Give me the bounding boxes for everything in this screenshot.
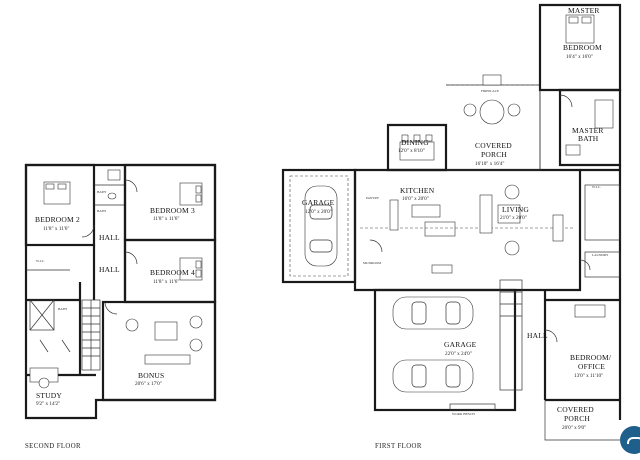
second-floor-caption: SECOND FLOOR (25, 443, 81, 450)
stairs (81, 299, 101, 371)
study-dim: 9'2" x 14'2" (36, 401, 60, 407)
covered-porch-rear-label-2: PORCH (481, 150, 507, 159)
hall-label: HALL (527, 331, 548, 340)
laundry-label: LAUNDRY (592, 253, 609, 257)
fireplace-label: FIREPLACE (481, 89, 499, 93)
covered-porch-front-label-2: PORCH (564, 414, 590, 423)
first-floor-caption: FIRST FLOOR (375, 443, 422, 450)
bath-c-label: BATH (58, 307, 67, 311)
second-floor-plan: BEDROOM 2 11'8" x 11'6" BEDROOM 3 11'8" … (24, 163, 217, 420)
walkin-label: W.I.C. (36, 259, 45, 263)
workbench-label: WORK BENCH (452, 412, 475, 416)
master-label-2: BEDROOM (563, 43, 602, 52)
hall-upper-label: HALL (99, 233, 120, 242)
master-dim: 16'4" x 16'0" (566, 54, 593, 60)
first-floor-plan: MASTER BEDROOM 16'4" x 16'0" MASTER BATH… (281, 3, 622, 441)
bedroom-office-dim: 13'0" x 11'10" (574, 373, 603, 379)
kitchen-label: KITCHEN (400, 186, 435, 195)
dining-dim: 12'0" x 8'10" (398, 148, 425, 154)
bedroom2-label: BEDROOM 2 (35, 215, 80, 224)
bedroom2-dim: 11'8" x 11'6" (43, 226, 69, 232)
living-dim: 21'0" x 20'0" (500, 215, 527, 221)
bedroom-office-label-2: OFFICE (578, 362, 605, 371)
covered-porch-front-dim: 20'0" x 9'0" (562, 425, 586, 431)
bedroom3-dim: 11'8" x 11'6" (153, 216, 179, 222)
pantry-label: PANTRY (366, 196, 380, 200)
bedroom4-label: BEDROOM 4 (150, 268, 195, 277)
bath-b-label: BATH (97, 209, 106, 213)
bedroom4-dim: 11'8" x 11'6" (153, 279, 179, 285)
logo-badge-icon (620, 426, 640, 454)
master-label-1: MASTER (568, 6, 600, 15)
covered-porch-front-label-1: COVERED (557, 405, 594, 414)
garage-main-dim: 22'0" x 24'0" (445, 351, 472, 357)
garage-side-label: GARAGE (302, 198, 335, 207)
bath-a-label: BATH (97, 190, 106, 194)
garage-side-dim: 12'0" x 20'0" (305, 209, 332, 215)
hall-lower-label: HALL (99, 265, 120, 274)
covered-porch-rear-dim: 16'10" x 16'4" (475, 161, 504, 167)
kitchen-dim: 16'0" x 20'0" (402, 196, 429, 202)
bonus-dim: 20'6" x 17'0" (135, 381, 162, 387)
living-label: LIVING (502, 205, 529, 214)
bedroom-office-label-1: BEDROOM/ (570, 353, 612, 362)
mudroom-label: MUDROOM (363, 261, 381, 265)
bedroom3-label: BEDROOM 3 (150, 206, 195, 215)
master-bath-label-2: BATH (578, 134, 599, 143)
bonus-label: BONUS (138, 371, 164, 380)
master-bath-label-1: MASTER (572, 126, 604, 135)
walkin-label: W.I.C. (592, 185, 601, 189)
dining-label: DINING (401, 138, 429, 147)
garage-main-label: GARAGE (444, 340, 477, 349)
study-label: STUDY (36, 391, 62, 400)
covered-porch-rear-label-1: COVERED (475, 141, 512, 150)
